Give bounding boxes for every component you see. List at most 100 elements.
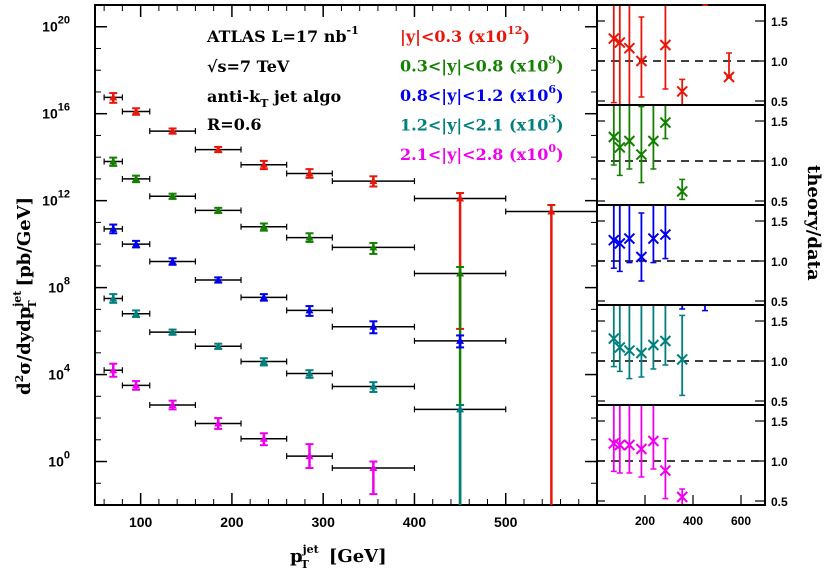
data-point <box>109 366 118 374</box>
x-tick-label: 500 <box>494 514 518 530</box>
ratio-marker <box>614 341 626 354</box>
ratio-marker <box>676 353 688 366</box>
legend: |y|<0.3 (x1012)0.3<|y|<0.8 (x109)0.8<|y|… <box>400 24 564 164</box>
data-point <box>214 342 223 350</box>
data-point <box>456 405 465 413</box>
ratio-marker <box>676 85 688 98</box>
ratio-marker <box>659 335 672 347</box>
ratio-marker <box>647 339 660 351</box>
ratio-marker <box>659 39 672 51</box>
ratio-panels: 0.51.01.50.51.01.50.51.01.50.51.01.50.51… <box>597 4 788 528</box>
ratio-marker <box>623 439 636 451</box>
ratio-panel: 0.51.01.5 <box>597 404 788 509</box>
ratio-y-tick-label: 1.0 <box>771 255 788 269</box>
ratio-marker <box>635 148 648 161</box>
x-tick-label: 100 <box>129 514 153 530</box>
ratio-marker <box>614 439 626 451</box>
y-tick-label: 100 <box>48 450 70 470</box>
data-point <box>305 452 314 460</box>
x-tick-label: 400 <box>403 514 427 530</box>
ratio-y-tick-label: 0.5 <box>771 495 788 509</box>
ratio-marker <box>608 234 620 246</box>
ratio-y-tick-label: 0.5 <box>771 295 788 309</box>
data-point <box>259 434 268 442</box>
svg-text:ATLAS L=17 nb-1: ATLAS L=17 nb-1 <box>206 24 359 46</box>
ratio-marker <box>623 232 636 245</box>
data-point <box>132 174 141 182</box>
y-tick-label: 1016 <box>42 102 70 122</box>
ratio-marker <box>614 141 626 154</box>
data-point <box>259 293 268 301</box>
data-point <box>132 381 141 389</box>
data-point <box>168 192 177 200</box>
atlas-line-3-sub: T <box>260 97 269 110</box>
data-point <box>214 145 223 153</box>
y-tick-label: 1012 <box>42 189 70 209</box>
ratio-marker <box>635 55 648 67</box>
ratio-marker <box>659 228 672 241</box>
data-point <box>369 322 378 330</box>
x-axis-unit: [GeV] <box>329 546 387 567</box>
ratio-marker <box>635 347 648 359</box>
series-group <box>103 156 507 505</box>
legend-entry: |y|<0.3 (x1012) <box>400 24 530 46</box>
ratio-marker <box>647 135 660 147</box>
ratio-marker <box>608 32 620 45</box>
data-point <box>214 206 223 214</box>
data-point <box>305 233 314 241</box>
atlas-line-3b: jet algo <box>268 87 341 106</box>
data-point <box>456 269 465 277</box>
ratio-marker <box>659 116 672 129</box>
legend-entry: 1.2<|y|<2.1 (x103) <box>400 113 564 135</box>
ratio-marker <box>623 42 636 54</box>
data-point <box>214 276 223 283</box>
atlas-line-1: ATLAS L=17 nb <box>206 27 347 46</box>
ratio-y-tick-label: 1.0 <box>771 455 788 469</box>
ratio-marker <box>647 232 660 245</box>
data-point <box>168 127 177 135</box>
y-tick-label: 104 <box>48 363 71 383</box>
ratio-panel: 0.51.01.5 <box>597 4 788 109</box>
y-tick-label: 1020 <box>42 15 70 35</box>
data-point <box>547 207 556 215</box>
ratio-marker <box>635 251 648 263</box>
x-tick-label: 300 <box>312 514 336 530</box>
data-point <box>132 309 141 317</box>
ratio-y-tick-label: 0.5 <box>771 95 788 109</box>
ratio-panel: 0.51.01.5 <box>597 204 788 312</box>
atlas-line-4: R=0.6 <box>207 115 262 134</box>
ratio-marker <box>676 491 688 503</box>
atlas-line-2: √s=7 TeV <box>207 57 290 76</box>
legend-entry: 0.3<|y|<0.8 (x109) <box>400 54 564 76</box>
series-group <box>103 293 507 505</box>
data-point <box>109 93 118 101</box>
data-point <box>259 160 268 168</box>
data-point <box>305 369 314 377</box>
ratio-marker <box>647 435 660 447</box>
ratio-y-tick-label: 1.0 <box>771 155 788 169</box>
ratio-marker <box>676 185 688 198</box>
ratio-panel: 0.51.01.5 <box>597 104 788 209</box>
data-point <box>369 464 378 472</box>
data-point <box>109 294 118 302</box>
data-point <box>259 222 268 230</box>
svg-text:theory/data: theory/data <box>803 165 824 281</box>
ratio-marker <box>608 131 620 143</box>
series-group <box>103 223 507 349</box>
main-plot-frame <box>94 4 598 506</box>
atlas-line-1-sup: -1 <box>347 24 359 37</box>
x-tick-label: 200 <box>220 514 244 530</box>
data-point <box>305 306 314 314</box>
data-point <box>456 194 465 202</box>
series-group <box>103 92 598 505</box>
ratio-marker <box>635 443 648 455</box>
data-point <box>369 243 378 251</box>
ratio-y-tick-label: 1.0 <box>771 355 788 369</box>
ratio-marker <box>614 237 626 250</box>
series-group <box>103 362 416 496</box>
